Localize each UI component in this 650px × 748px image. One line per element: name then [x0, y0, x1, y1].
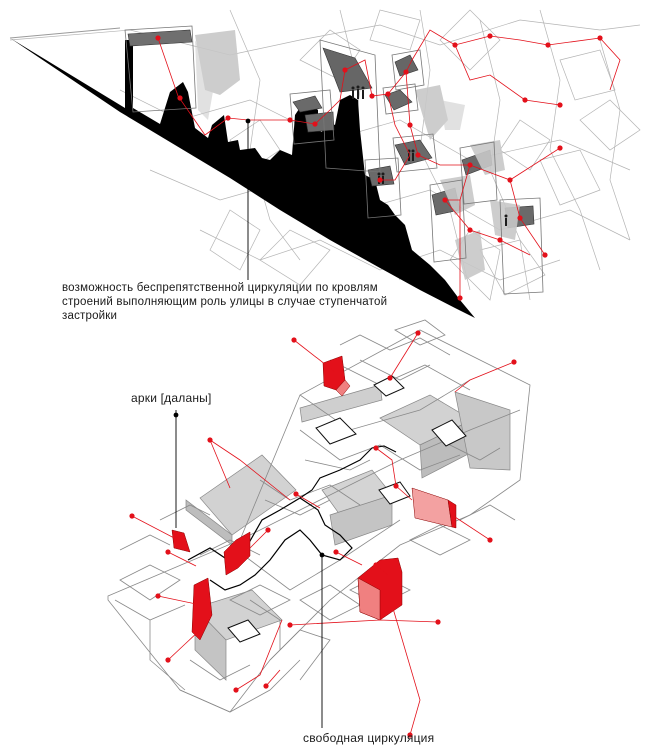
label-arches: арки [даланы]	[131, 391, 212, 405]
arch	[411, 487, 453, 528]
axonometric-block-diagram	[107, 319, 531, 738]
arch	[191, 577, 213, 641]
leader-dot	[245, 118, 251, 124]
gray-roofs	[185, 384, 511, 681]
arch	[447, 499, 457, 529]
free-circulation-path	[187, 497, 353, 591]
free-circulation-path	[299, 445, 397, 499]
caption-roof-circulation: возможность беспрепятственной циркуляции…	[62, 281, 387, 323]
roof-plane	[367, 165, 395, 187]
label-free-circulation: свободная циркуляция	[303, 731, 435, 745]
courtyard-openings	[227, 375, 467, 643]
roof-plane	[304, 111, 335, 133]
leader-dot	[319, 552, 325, 558]
roof-plane	[292, 95, 323, 113]
caption-line: возможность беспрепятственной циркуляции…	[62, 282, 378, 294]
courtyard	[373, 375, 405, 397]
circulation-network-bottom	[131, 332, 515, 736]
section-cut-fill	[10, 38, 475, 318]
arch	[223, 531, 251, 576]
block-outlines	[107, 319, 531, 713]
roof-plane	[394, 139, 433, 166]
circulation-nodes-bottom	[129, 330, 517, 738]
circulation-nodes-top	[155, 33, 603, 301]
roof-section-diagram	[9, 9, 641, 318]
courtyard	[227, 619, 261, 643]
arch	[335, 379, 351, 397]
courtyard	[431, 419, 467, 447]
caption-line: застройки	[62, 310, 118, 322]
courtyard	[315, 417, 357, 445]
arch	[171, 529, 191, 553]
ground-plane-line	[9, 27, 121, 39]
courtyard	[378, 481, 411, 505]
roof-plane	[384, 89, 413, 111]
building-outlines	[124, 25, 544, 295]
leader-dot	[173, 412, 179, 418]
arches-red	[171, 355, 457, 641]
caption-line: строений выполняющим роль улицы в случае…	[62, 296, 388, 308]
